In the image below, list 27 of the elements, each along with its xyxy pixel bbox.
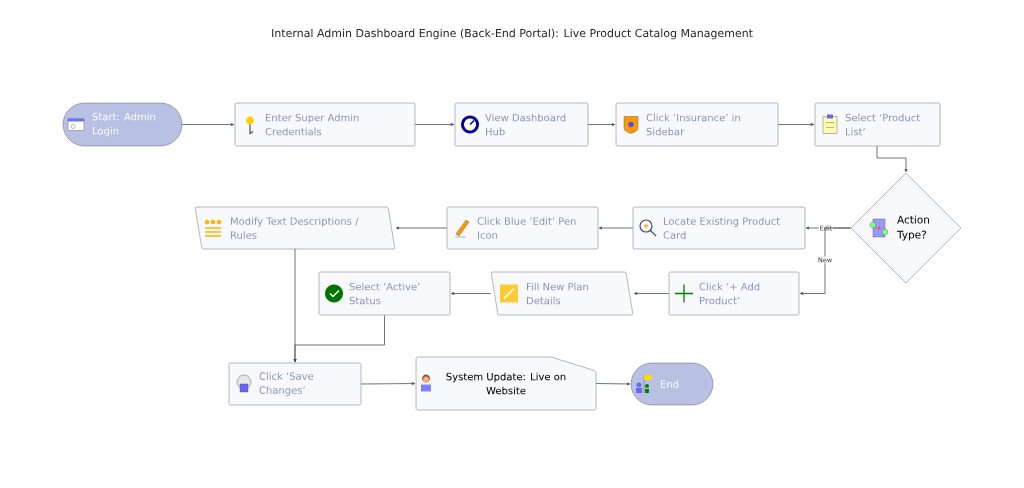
arrow [414,123,455,126]
process-box: Enter Super Admin Credentials [234,102,416,147]
arrow [777,123,815,126]
process-box: Click ‘Insurance’ in Sidebar [615,102,779,147]
process-box: Click ‘Save Changes’ [228,362,362,406]
arrow [876,145,908,173]
title: Internal Admin Dashboard Engine (Back-End Portal): Live Product Catalog Management [272,28,753,40]
terminal-pill: Start: Admin Login [62,102,183,147]
process-box: Select ‘Active’ Status [318,271,451,316]
input-parallelogram: Fill New Plan Details [491,271,633,316]
arrow [598,226,634,230]
arrow [595,382,631,386]
arrow [395,226,448,230]
process-box: Click ‘+ Add Product’ [668,271,800,316]
arrow [633,292,670,295]
arrow [181,123,235,126]
process-box: View Dashboard Hub [454,102,589,147]
arrow [293,314,385,363]
process-box: Select ‘Product List’ [814,102,941,147]
arrow [360,382,416,386]
terminal-pill: End [630,362,714,406]
arrow [799,227,852,295]
arrow [587,123,616,126]
input-parallelogram: Modify Text Descriptions / Rules [195,206,395,250]
arrow [450,292,492,295]
process-box: Locate Existing Product Card [632,206,806,250]
process-box: Click Blue ‘Edit’ Pen Icon [446,206,599,250]
